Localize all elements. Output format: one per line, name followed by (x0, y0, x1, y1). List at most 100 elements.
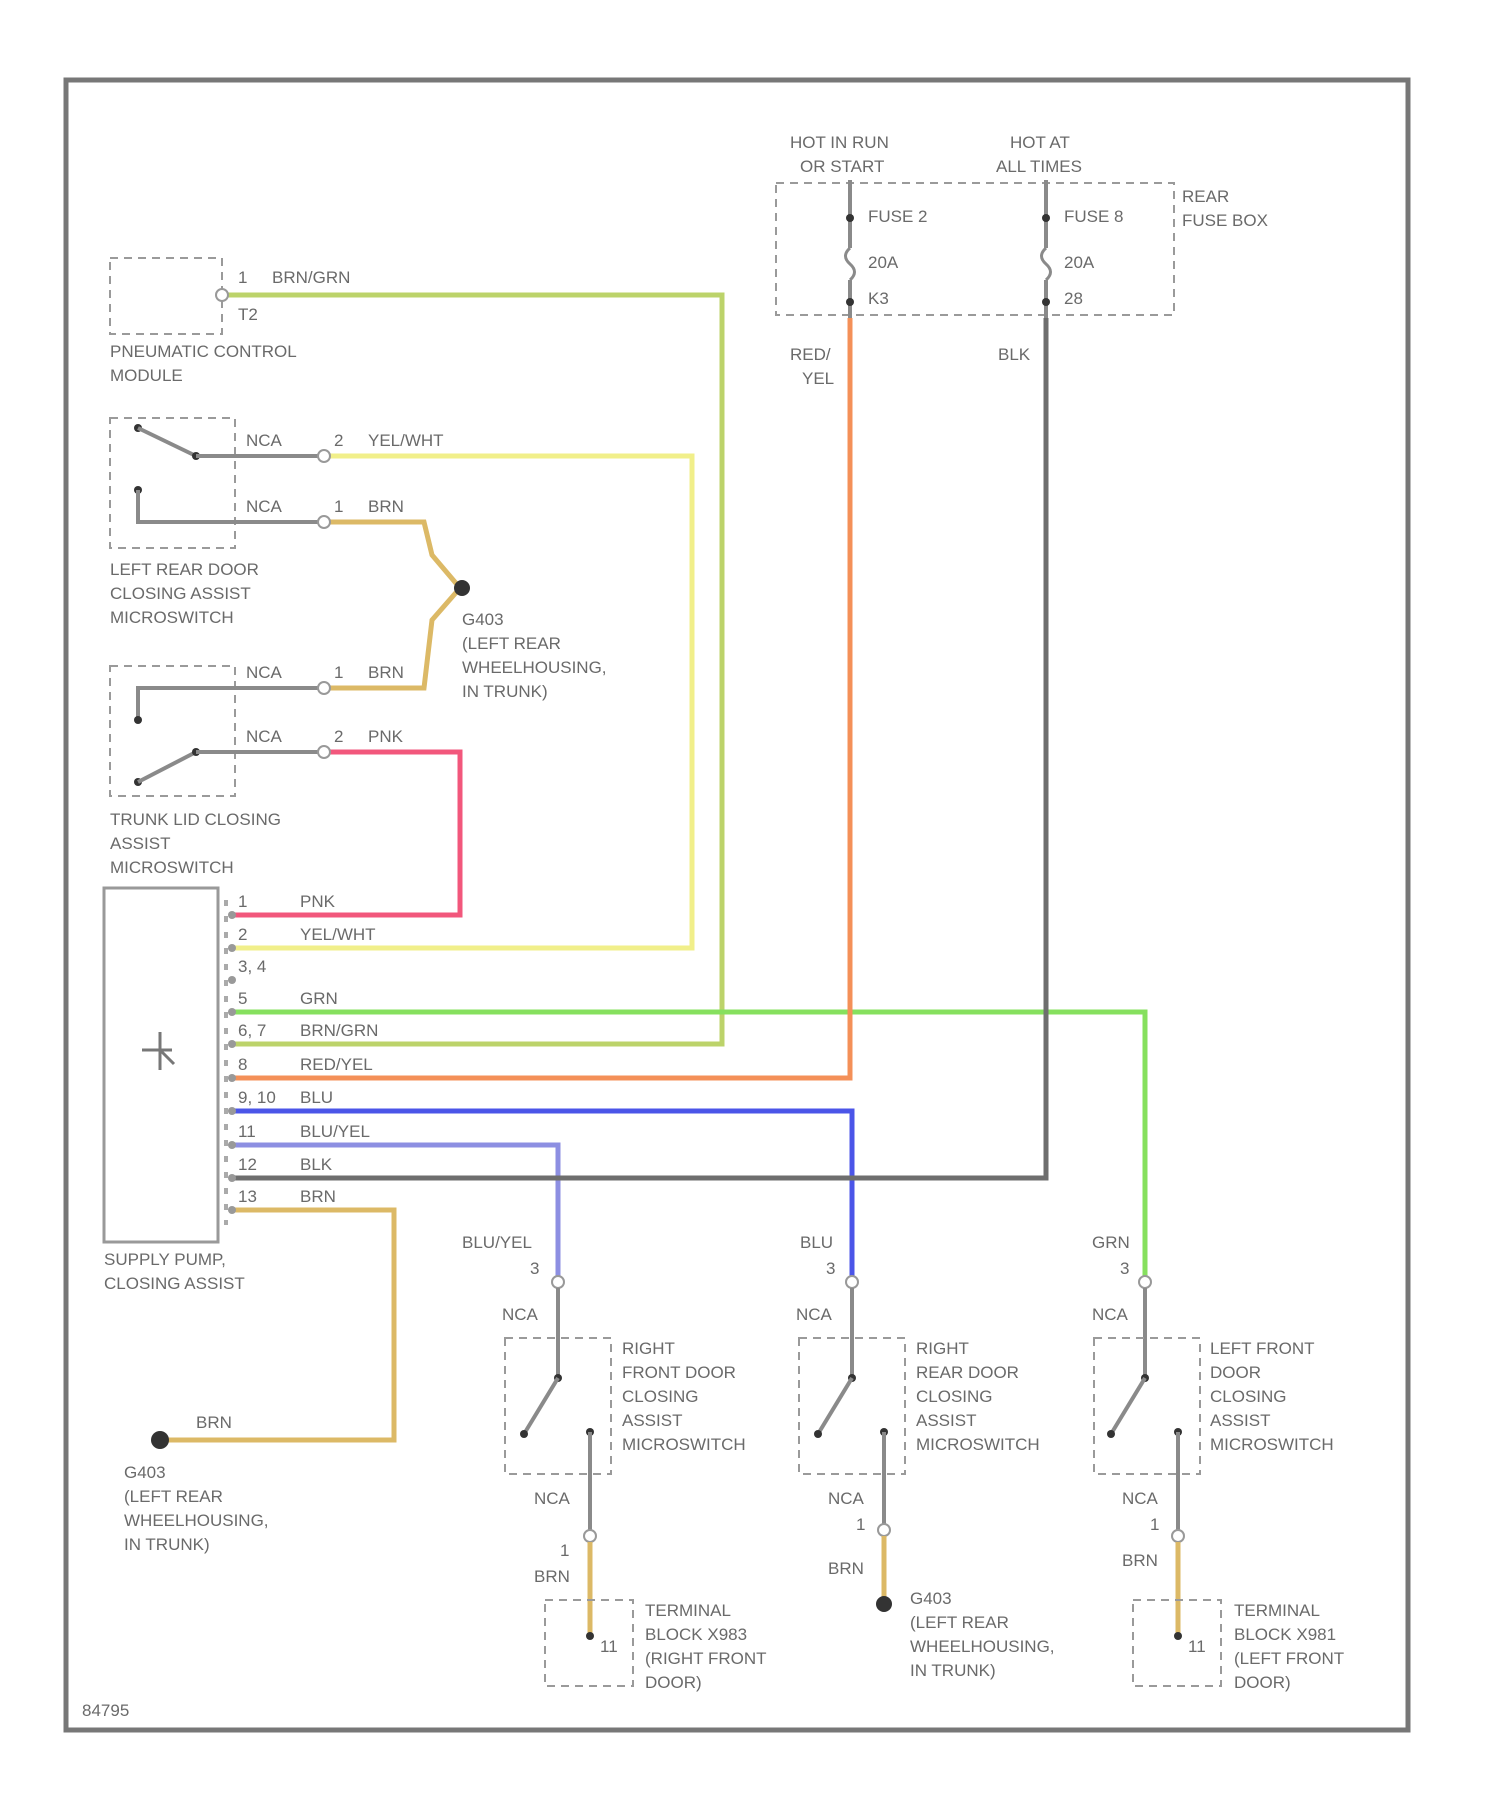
pump-pin-number: 2 (238, 925, 247, 944)
lr-switch-blade (138, 428, 196, 456)
rr-out-conn (878, 1524, 890, 1536)
trunk-nca2: NCA (246, 727, 283, 746)
trunk-switch-conn1 (318, 682, 330, 694)
lf-terminal-node (1174, 1632, 1182, 1640)
trunk-nca1: NCA (246, 663, 283, 682)
g403-mid-3: WHEELHOUSING, (462, 658, 607, 677)
pcm-connector-label: T2 (238, 305, 258, 324)
pump-pin-number: 11 (238, 1122, 256, 1141)
pump-pin-number: 1 (238, 892, 247, 911)
lr-pin1: 2 (334, 431, 343, 450)
rf-term-1: TERMINAL (645, 1601, 731, 1620)
pump-pin-number: 6, 7 (238, 1021, 266, 1040)
trunk-wire1: BRN (368, 663, 404, 682)
fuse2-bot-node (846, 298, 854, 306)
rr-ground-2: (LEFT REAR (910, 1613, 1009, 1632)
lf-label-1: LEFT FRONT (1210, 1339, 1315, 1358)
lr-nca2: NCA (246, 497, 283, 516)
rr-label-1: RIGHT (916, 1339, 969, 1358)
fuse8-name: FUSE 8 (1064, 207, 1124, 226)
left-front-door-switch: GRN 3 NCA LEFT FRONT DOOR CLOSING ASSIST… (1092, 1233, 1344, 1692)
fuse2-pin: K3 (868, 289, 889, 308)
pump-wire-color: GRN (300, 989, 338, 1008)
fuse8-pin: 28 (1064, 289, 1083, 308)
rr-nca-top: NCA (796, 1305, 833, 1324)
pump-pin-terminal (228, 1008, 236, 1016)
lr-wire1: YEL/WHT (368, 431, 444, 450)
rf-out-pin: 1 (560, 1541, 569, 1560)
rf-nca-bot: NCA (534, 1489, 571, 1508)
hot-in-run-label-2: OR START (800, 157, 884, 176)
lr-switch-lead2 (138, 490, 320, 522)
rr-blade (818, 1378, 852, 1434)
hot-at-all-times-label-2: ALL TIMES (996, 157, 1082, 176)
lf-label-5: MICROSWITCH (1210, 1435, 1334, 1454)
g403-left-wire: BRN (196, 1413, 232, 1432)
pump-label-2: CLOSING ASSIST (104, 1274, 245, 1293)
fuse2-amps: 20A (868, 253, 899, 272)
lf-term-1: TERMINAL (1234, 1601, 1320, 1620)
g403-left-2: (LEFT REAR (124, 1487, 223, 1506)
trunk-lid-switch-box (110, 666, 235, 796)
fuse2-top-node (846, 214, 854, 222)
pneumatic-control-module (110, 258, 222, 334)
rf-out-conn (584, 1530, 596, 1542)
rf-terminal-node (586, 1632, 594, 1640)
lf-label-3: CLOSING (1210, 1387, 1287, 1406)
right-front-door-switch: BLU/YEL 3 NCA RIGHT FRONT DOOR CLOSING A… (462, 1233, 767, 1692)
pump-pin-number: 5 (238, 989, 247, 1008)
pump-wire-color: RED/YEL (300, 1055, 373, 1074)
rr-label-2: REAR DOOR (916, 1363, 1019, 1382)
rf-pivot (520, 1430, 528, 1438)
lf-out-pin: 1 (1150, 1515, 1159, 1534)
lr-nca1: NCA (246, 431, 283, 450)
supply-pump-pin-rows: 1PNK2YEL/WHT3, 45GRN6, 7BRN/GRN8RED/YEL9… (228, 892, 378, 1214)
rf-out-wire: BRN (534, 1567, 570, 1586)
rf-nca-top: NCA (502, 1305, 539, 1324)
hot-in-run-label-1: HOT IN RUN (790, 133, 889, 152)
lf-term-pin: 11 (1188, 1637, 1206, 1656)
rr-in-conn (846, 1276, 858, 1288)
pump-pin-number: 8 (238, 1055, 247, 1074)
g403-mid-2: (LEFT REAR (462, 634, 561, 653)
rf-in-wire: BLU/YEL (462, 1233, 532, 1252)
lr-label-2: CLOSING ASSIST (110, 584, 251, 603)
pump-pin-terminal (228, 1107, 236, 1115)
wire-blk (232, 318, 1046, 1178)
rr-nca-bot: NCA (828, 1489, 865, 1508)
fuse2-name: FUSE 2 (868, 207, 928, 226)
pcm-label-1: PNEUMATIC CONTROL (110, 342, 297, 361)
lr-switch-conn2 (318, 516, 330, 528)
pump-pin-terminal (228, 944, 236, 952)
right-rear-door-switch: BLU 3 NCA RIGHT REAR DOOR CLOSING ASSIST… (796, 1233, 1055, 1680)
rf-term-2: BLOCK X983 (645, 1625, 747, 1644)
rr-in-wire: BLU (800, 1233, 833, 1252)
pump-pin-number: 13 (238, 1187, 257, 1206)
lf-in-pin: 3 (1120, 1259, 1129, 1278)
pump-wire-color: PNK (300, 892, 336, 911)
lf-in-wire: GRN (1092, 1233, 1130, 1252)
wire-brn-ground-left (162, 1210, 394, 1440)
lr-wire2: BRN (368, 497, 404, 516)
lf-nca-top: NCA (1092, 1305, 1129, 1324)
rf-label-1: RIGHT (622, 1339, 675, 1358)
pump-pin-number: 12 (238, 1155, 257, 1174)
ground-g403-left (151, 1431, 169, 1449)
fuse8-symbol (1042, 248, 1051, 280)
lr-switch-conn1 (318, 450, 330, 462)
left-rear-door-switch-box (110, 418, 235, 548)
lr-pin2: 1 (334, 497, 343, 516)
g403-left-4: IN TRUNK) (124, 1535, 210, 1554)
pump-pin-terminal (228, 911, 236, 919)
rr-label-5: MICROSWITCH (916, 1435, 1040, 1454)
diagram-id: 84795 (82, 1701, 129, 1720)
rr-label-3: CLOSING (916, 1387, 993, 1406)
pump-label-1: SUPPLY PUMP, (104, 1250, 226, 1269)
pump-wire-color: BRN (300, 1187, 336, 1206)
fuse2-symbol (846, 248, 855, 280)
rf-label-3: CLOSING (622, 1387, 699, 1406)
lf-term-3: (LEFT FRONT (1234, 1649, 1344, 1668)
blk-wire-label: BLK (998, 345, 1031, 364)
lf-nca-bot: NCA (1122, 1489, 1159, 1508)
red-yel-wire-label-2: YEL (802, 369, 834, 388)
